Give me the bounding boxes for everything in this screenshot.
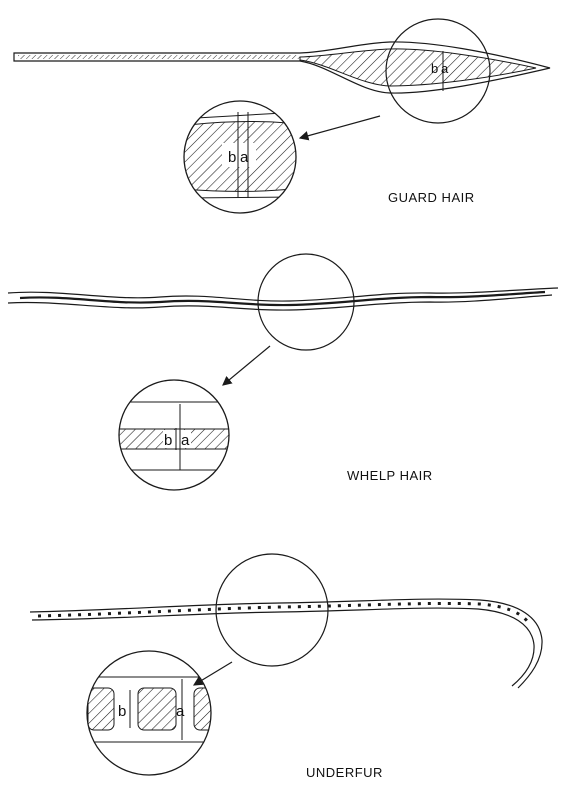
- underfur-shaft: [30, 599, 542, 688]
- underfur-caption: UNDERFUR: [306, 765, 383, 780]
- underfur-label-a: a: [176, 703, 185, 720]
- guard-hair-label-a-small: a: [441, 61, 449, 76]
- whelp-hair-shaft: [8, 288, 558, 310]
- guard-hair-arrow: [300, 116, 380, 138]
- guard-hair-shaft: [14, 42, 550, 93]
- guard-hair-label-b: b: [228, 149, 236, 166]
- guard-hair-zoom: b a: [180, 101, 300, 213]
- underfur-label-b: b: [118, 703, 126, 720]
- whelp-hair-label-a: a: [181, 432, 190, 449]
- whelp-hair-caption: WHELP HAIR: [347, 468, 433, 483]
- guard-hair-label-a: a: [240, 149, 249, 166]
- guard-hair-caption: GUARD HAIR: [388, 190, 475, 205]
- underfur-zoom: b a: [86, 651, 220, 775]
- guard-hair-panel: b a b a GUARD HAIR: [14, 19, 550, 213]
- underfur-selection-circle: [216, 554, 328, 666]
- whelp-hair-arrow: [223, 346, 270, 385]
- underfur-panel: b a UNDERFUR: [30, 554, 542, 780]
- underfur-arrow: [194, 662, 232, 685]
- guard-hair-label-b-small: b: [431, 61, 438, 76]
- whelp-hair-panel: b a WHELP HAIR: [8, 254, 558, 490]
- whelp-hair-zoom: b a: [115, 380, 235, 490]
- whelp-hair-label-b: b: [164, 432, 172, 449]
